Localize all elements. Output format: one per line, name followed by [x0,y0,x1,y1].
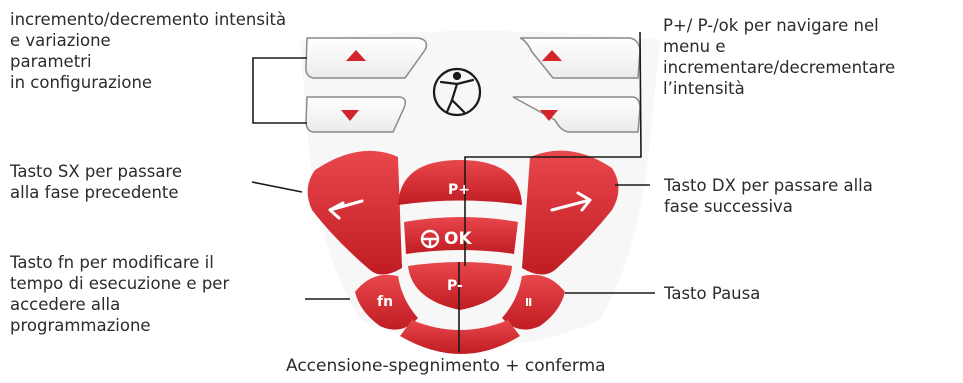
label-right-key: Tasto DX per passare alla fase successiv… [664,176,873,216]
label-navigation-keys: P+/ P-/ok per navigare nel menu e increm… [663,16,896,98]
label-fn-key: Tasto fn per modificare il tempo di esec… [10,253,230,335]
down-arrow-icon [540,110,558,121]
p-minus-key[interactable] [408,262,512,310]
label-pause-key: Tasto Pausa [664,284,761,303]
right-key[interactable] [522,150,619,275]
pause-key[interactable] [502,274,565,330]
ok-label: OK [444,229,472,249]
arrow-right-icon [550,191,592,212]
p-minus-label: P- [447,278,463,294]
up-arrow-icon [346,50,366,61]
up-arrow-icon [542,50,562,61]
down-key-left[interactable] [305,96,407,133]
down-key-right[interactable] [512,96,641,133]
p-plus-key[interactable] [398,160,522,205]
power-icon [420,229,440,249]
label-ok-key: Accensione-spegnimento + conferma [286,356,606,376]
label-left-key: Tasto SX per passare alla fase precedent… [10,162,183,202]
up-key-left[interactable] [305,37,428,79]
arrow-left-icon [328,199,364,220]
up-key-right[interactable] [519,37,641,79]
bottom-key[interactable] [400,320,520,354]
fn-label: fn [377,294,394,310]
down-arrow-icon [341,110,359,121]
pause-label: II [525,296,532,309]
p-plus-label: P+ [448,182,470,198]
label-intensity-keys: incremento/decremento intensità e variaz… [10,10,287,92]
brand-logo [432,67,482,117]
ok-key[interactable] [404,217,518,254]
fn-key[interactable] [355,274,418,330]
leader-lines [251,31,655,352]
left-key[interactable] [307,150,402,275]
